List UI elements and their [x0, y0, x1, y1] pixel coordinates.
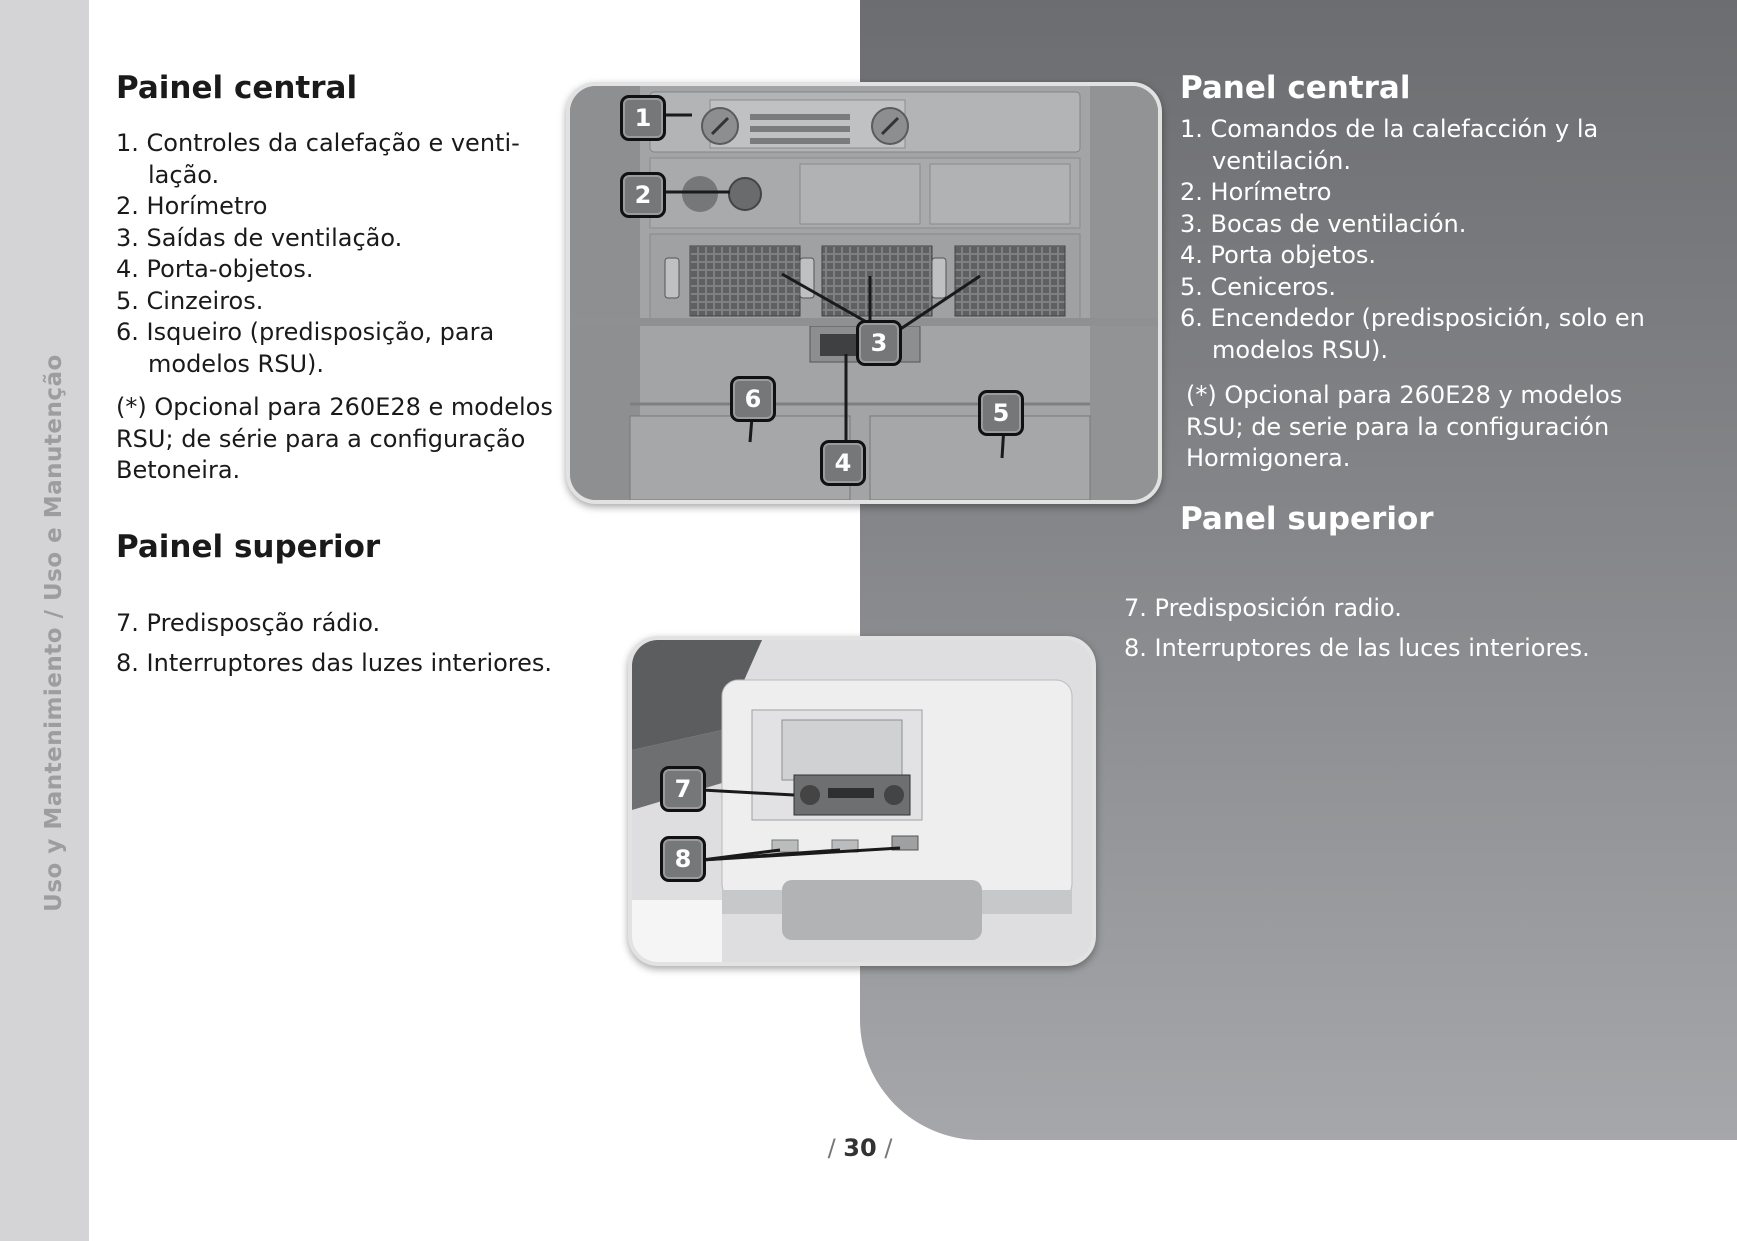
- pt-heading-central: Painel central: [116, 70, 358, 106]
- callout-7: 7: [660, 766, 706, 812]
- central-panel-illustration: [570, 86, 1158, 500]
- list-item: 1. Controles da calefação e venti- lação…: [116, 129, 520, 189]
- es-note: (*) Opcional para 260E28 y modelos RSU; …: [1186, 381, 1623, 472]
- list-item: 8. Interruptores de las luces interiores…: [1124, 634, 1590, 662]
- pt-list-superior: 7. Predisposção rádio. 8. Interruptores …: [116, 603, 556, 683]
- sidebar-band: Uso y Mantenimiento / Uso e Manutenção: [0, 0, 89, 1241]
- portuguese-column: Painel central 1. Controles da calefação…: [116, 70, 556, 683]
- page-number: / 30 /: [800, 1134, 920, 1162]
- list-item: 5. Cinzeiros.: [116, 286, 264, 315]
- list-item: 3. Bocas de ventilación.: [1180, 209, 1467, 238]
- callout-6: 6: [730, 376, 776, 422]
- upper-panel-photo: 7 8: [628, 636, 1096, 966]
- list-item: 1. Comandos de la calefacción y la venti…: [1180, 115, 1599, 175]
- list-item: 4. Porta-objetos.: [116, 255, 314, 283]
- es-heading-superior: Panel superior: [1180, 500, 1434, 537]
- sidebar-section-title: Uso y Mantenimiento / Uso e Manutenção: [41, 354, 67, 912]
- list-item: 6. Isqueiro (predisposição, para modelos…: [116, 318, 495, 378]
- page-number-suffix: /: [876, 1134, 893, 1162]
- pt-heading-superior: Painel superior: [116, 528, 381, 565]
- callout-3: 3: [856, 320, 902, 366]
- list-item: 3. Saídas de ventilação.: [116, 223, 403, 252]
- list-item: 7. Predisposção rádio.: [116, 608, 381, 637]
- central-panel-photo: 1 2 3 4 5 6: [566, 82, 1162, 504]
- pt-list-central: 1. Controles da calefação e venti- lação…: [116, 128, 556, 380]
- es-list-central: 1. Comandos de la calefacción y la venti…: [1180, 114, 1680, 366]
- es-heading-central: Panel central: [1180, 70, 1411, 106]
- list-item: 5. Ceniceros.: [1180, 272, 1337, 301]
- list-item: 2. Horímetro: [116, 192, 268, 220]
- pt-note: (*) Opcional para 260E28 e modelos RSU; …: [116, 393, 553, 484]
- callout-1: 1: [620, 95, 666, 141]
- list-item: 6. Encendedor (predisposición, solo en m…: [1180, 304, 1645, 364]
- spanish-column: Panel central 1. Comandos de la calefacc…: [1180, 70, 1680, 537]
- list-item: 4. Porta objetos.: [1180, 241, 1377, 269]
- callout-5: 5: [978, 390, 1024, 436]
- es-list-superior: 7. Predisposición radio. 8. Interruptore…: [1124, 588, 1684, 668]
- list-item: 7. Predisposición radio.: [1124, 594, 1402, 622]
- upper-panel-illustration: [632, 640, 1092, 962]
- page-number-value: 30: [843, 1134, 877, 1162]
- page-number-prefix: /: [827, 1134, 844, 1162]
- list-item: 8. Interruptores das luzes interiores.: [116, 648, 553, 677]
- callout-2: 2: [620, 172, 666, 218]
- callout-4: 4: [820, 440, 866, 486]
- list-item: 2. Horímetro: [1180, 178, 1332, 206]
- callout-8: 8: [660, 836, 706, 882]
